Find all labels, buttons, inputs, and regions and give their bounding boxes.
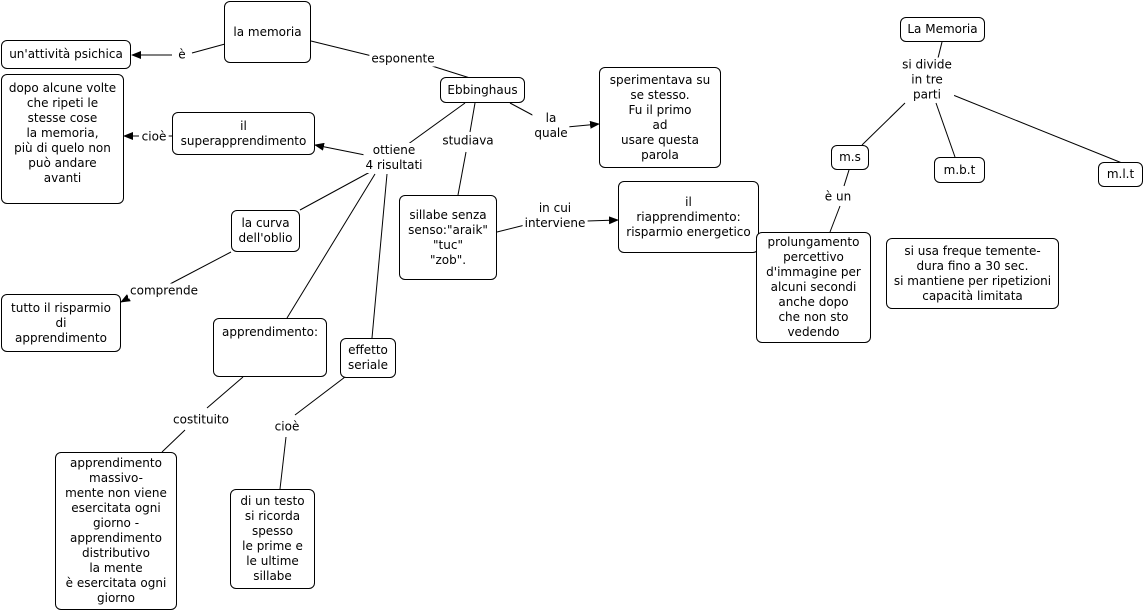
link-label-studiava: studiava	[440, 133, 496, 149]
concept-curva-oblio[interactable]: la curva dell'oblio	[231, 210, 300, 252]
link-label-e-un: è un	[822, 189, 854, 205]
concept-attivita-psichica[interactable]: un'attività psichica	[1, 40, 131, 69]
concept-sillabe[interactable]: sillabe senza senso:"araik" "tuc" "zob".	[399, 195, 497, 280]
concept-effetto-seriale[interactable]: effetto seriale	[340, 338, 396, 378]
link-label-si-divide: si divide in tre parti	[900, 57, 954, 103]
link-label-cioe-2: cioè	[272, 419, 302, 435]
concept-sperimentava[interactable]: sperimentava su se stesso. Fu il primo a…	[599, 67, 721, 168]
concept-si-usa-frequentemente[interactable]: si usa freque temente- dura fino a 30 se…	[886, 238, 1059, 309]
link-label-cioe: cioè	[139, 129, 169, 145]
link-label-in-cui-interviene: in cui interviene	[522, 201, 588, 231]
link-label-costituito: costituito	[171, 412, 231, 428]
concept-mlt[interactable]: m.l.t	[1098, 162, 1143, 187]
link-label-la-quale: la quale	[532, 111, 570, 141]
concept-risparmio[interactable]: tutto il risparmio di apprendimento	[1, 294, 121, 352]
concept-prolungamento[interactable]: prolungamento percettivo d'immagine per …	[756, 232, 871, 343]
concept-riapprendimento[interactable]: il riapprendimento: risparmio energetico	[618, 181, 759, 253]
concept-la-memoria-title[interactable]: La Memoria	[900, 17, 985, 42]
concept-ms[interactable]: m.s	[831, 145, 869, 170]
concept-ebbinghaus[interactable]: Ebbinghaus	[440, 77, 525, 103]
concept-testo-sillabe[interactable]: di un testo si ricorda spesso le prime e…	[230, 489, 315, 589]
link-label-ottiene: ottiene 4 risultati	[363, 143, 425, 173]
concept-dopo-alcune-volte[interactable]: dopo alcune volte che ripeti le stesse c…	[1, 74, 124, 204]
concept-mbt[interactable]: m.b.t	[934, 157, 985, 183]
link-label-esponente: esponente	[369, 51, 437, 67]
link-label-comprende: comprende	[128, 283, 200, 299]
concept-la-memoria[interactable]: la memoria	[224, 1, 311, 63]
link-label-e: è	[176, 47, 188, 63]
concept-apprendimento-massivo[interactable]: apprendimento massivo- mente non viene e…	[55, 452, 177, 610]
concept-apprendimento[interactable]: apprendimento:	[213, 318, 327, 377]
concept-superapprendimento[interactable]: il superapprendimento	[172, 112, 315, 155]
